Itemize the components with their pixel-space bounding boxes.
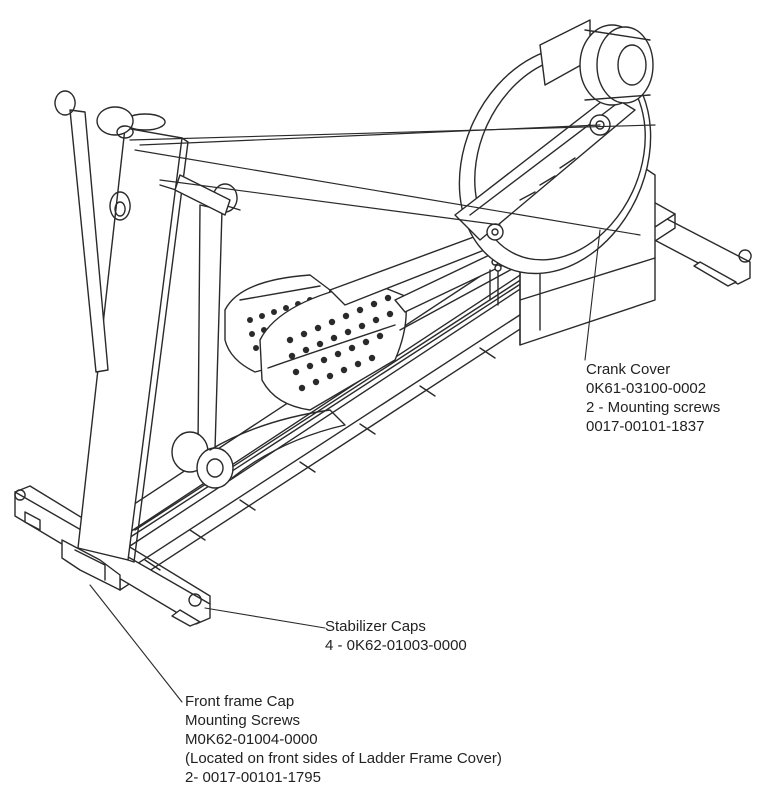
ladder-frame-cover bbox=[61, 539, 121, 591]
left-swing-arm bbox=[54, 90, 131, 373]
front-frame-cap-note: (Located on front sides of Ladder Frame … bbox=[185, 750, 502, 767]
front-stabilizer bbox=[14, 485, 211, 627]
crank-cover-screws: 2 - Mounting screws bbox=[586, 399, 721, 416]
crank-cover-leader bbox=[584, 229, 601, 361]
crank-cover-screw-part: 0017-00101-1837 bbox=[586, 418, 705, 435]
right-swing-arm bbox=[159, 174, 241, 451]
crank-cover-callout: Crank Cover 0K61-03100-0002 2 - Mounting… bbox=[586, 360, 720, 436]
front-frame-cap-callout: Front frame Cap Mounting Screws M0K62-01… bbox=[185, 692, 502, 787]
front-frame-cap-leader bbox=[89, 584, 183, 703]
drive-cables bbox=[129, 124, 656, 236]
crank-cover-part-number: 0K61-03100-0002 bbox=[586, 380, 707, 397]
stabilizer-caps-callout: Stabilizer Caps 4 - 0K62-01003-0000 bbox=[325, 617, 467, 655]
front-frame-cap-subtitle: Mounting Screws bbox=[185, 712, 301, 729]
front-upright-post bbox=[77, 113, 189, 563]
leader-lines bbox=[89, 229, 601, 703]
stabilizer-caps-leader bbox=[204, 607, 326, 629]
drive-pulley bbox=[539, 19, 654, 106]
pivot-hub bbox=[96, 106, 134, 139]
front-frame-cap-screw-part: 2- 0017-00101-1795 bbox=[185, 769, 321, 786]
front-rollers bbox=[171, 409, 346, 489]
stabilizer-caps-title: Stabilizer Caps bbox=[325, 618, 426, 635]
front-frame-cap-part-number: M0K62-01004-0000 bbox=[185, 731, 318, 748]
front-frame-cap-title: Front frame Cap bbox=[185, 693, 295, 710]
crank-cover-title: Crank Cover bbox=[586, 361, 671, 378]
right-pedal bbox=[259, 281, 407, 411]
stabilizer-caps-part-number: 4 - 0K62-01003-0000 bbox=[325, 637, 467, 654]
frame-bolt bbox=[494, 264, 502, 306]
